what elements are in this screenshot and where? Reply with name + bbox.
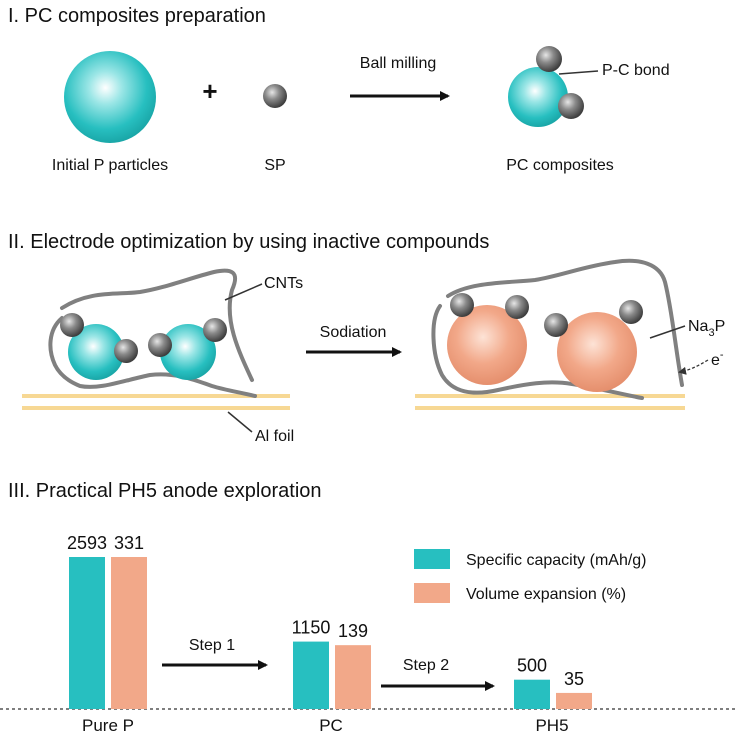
cnt-left-top <box>60 268 254 382</box>
bar-expansion-pc <box>335 645 371 709</box>
step-1-label: Step 1 <box>189 637 235 654</box>
pc-carbon-top <box>536 46 562 72</box>
initial-p-particle <box>64 51 156 143</box>
carbon-left-1 <box>60 313 84 337</box>
al-foil-label: Al foil <box>255 428 294 445</box>
section-2: II. Electrode optimization by using inac… <box>8 231 725 445</box>
section-3-heading: III. Practical PH5 anode exploration <box>8 480 322 502</box>
bar-capacity-ph5 <box>514 679 550 709</box>
pc-bond-label: P-C bond <box>602 62 670 79</box>
bar-expansion-pure-p <box>111 557 147 709</box>
na3p-particle-1 <box>447 305 527 385</box>
value-label-expansion-ph5: 35 <box>564 669 584 689</box>
p-particle-left-2 <box>160 324 216 380</box>
step-2-label: Step 2 <box>403 657 449 674</box>
sp-label: SP <box>264 157 285 174</box>
category-label-ph5: PH5 <box>535 716 568 735</box>
initial-p-label: Initial P particles <box>52 157 168 174</box>
value-label-expansion-pc: 139 <box>338 621 368 641</box>
bar-capacity-pure-p <box>69 557 105 709</box>
na3p-leader-line <box>649 325 686 339</box>
section-1: I. PC composites preparation Initial P p… <box>8 5 670 174</box>
carbon-left-2 <box>114 339 138 363</box>
carbon-right-4 <box>619 300 643 324</box>
ball-milling-label: Ball milling <box>360 55 436 72</box>
pc-carbon-right <box>558 93 584 119</box>
bar-expansion-ph5 <box>556 692 592 709</box>
sodiation-label: Sodiation <box>320 324 387 341</box>
cnt-right-top <box>446 258 684 387</box>
pc-composite-core <box>508 67 568 127</box>
electron-label: e- <box>711 349 724 369</box>
legend-label-capacity: Specific capacity (mAh/g) <box>466 552 647 569</box>
pc-composites-label: PC composites <box>506 157 614 174</box>
al-foil-left-top <box>22 394 290 398</box>
data-label-group: 2593 1150 500 331 139 35 <box>67 533 584 689</box>
carbon-right-1 <box>450 293 474 317</box>
bond-leader-line <box>558 70 599 75</box>
value-label-expansion-pure-p: 331 <box>114 533 144 553</box>
value-label-capacity-ph5: 500 <box>517 656 547 676</box>
na3p-label: Na3P <box>688 318 725 339</box>
section-1-heading: I. PC composites preparation <box>8 5 266 27</box>
cnts-leader-line <box>224 283 263 301</box>
legend-swatch-capacity <box>414 549 450 569</box>
al-foil-right-bottom <box>415 406 685 410</box>
carbon-right-3 <box>544 313 568 337</box>
section-3: III. Practical PH5 anode exploration Spe… <box>0 480 737 735</box>
al-foil-right-top <box>415 394 685 398</box>
value-label-capacity-pc: 1150 <box>292 618 331 638</box>
legend-swatch-expansion <box>414 583 450 603</box>
plus-sign: + <box>202 76 217 106</box>
sp-particle <box>263 84 287 108</box>
electron-arrow <box>678 359 709 375</box>
category-label-pc: PC <box>319 716 343 735</box>
section-2-heading: II. Electrode optimization by using inac… <box>8 231 489 253</box>
carbon-left-4 <box>203 318 227 342</box>
p-particle-left-1 <box>68 324 124 380</box>
category-label-pure-p: Pure P <box>82 716 134 735</box>
al-foil-leader-line <box>227 411 253 433</box>
value-label-capacity-pure-p: 2593 <box>67 533 107 553</box>
cnts-label: CNTs <box>264 275 303 292</box>
carbon-right-2 <box>505 295 529 319</box>
al-foil-left-bottom <box>22 406 290 410</box>
na3p-particle-2 <box>557 312 637 392</box>
cnt-left-bottom <box>48 316 257 398</box>
bar-capacity-pc <box>293 641 329 709</box>
bar-group <box>69 557 592 709</box>
carbon-left-3 <box>148 333 172 357</box>
legend-label-expansion: Volume expansion (%) <box>466 586 626 603</box>
